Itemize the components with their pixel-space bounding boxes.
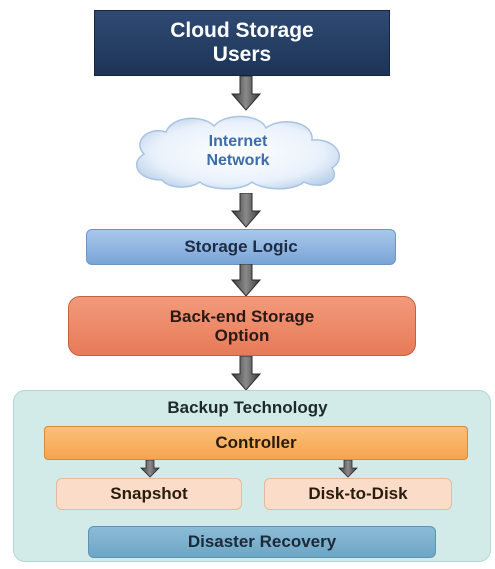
snapshot-label: Snapshot: [110, 484, 188, 503]
internet-cloud: Internet Network: [122, 110, 354, 192]
controller-box: Controller: [44, 426, 468, 460]
snapshot-box: Snapshot: [56, 478, 242, 510]
users-line-1: Cloud Storage: [170, 19, 314, 43]
backend-storage-option-box: Back-end Storage Option: [68, 296, 416, 356]
small-arrow-down-icon: [338, 460, 358, 478]
small-arrow-down-icon: [140, 460, 160, 478]
backup-technology-title: Backup Technology: [167, 398, 328, 417]
internet-line-2: Network: [206, 152, 270, 169]
internet-line-1: Internet: [208, 132, 268, 150]
arrow-down-icon: [230, 76, 262, 111]
backend-line-2: Option: [214, 326, 270, 345]
backend-line-1: Back-end Storage: [169, 306, 315, 326]
storage-logic-box: Storage Logic: [86, 229, 396, 265]
disaster-recovery-label: Disaster Recovery: [187, 532, 337, 551]
users-line-2: Users: [212, 43, 272, 66]
cloud-storage-users-box: Cloud Storage Users: [94, 10, 390, 76]
arrow-down-icon: [230, 356, 262, 391]
arrow-down-icon: [230, 264, 262, 297]
controller-label: Controller: [215, 433, 297, 452]
disk-to-disk-label: Disk-to-Disk: [308, 484, 408, 503]
disaster-recovery-box: Disaster Recovery: [88, 526, 436, 558]
cloud-icon: [135, 115, 341, 190]
disk-to-disk-box: Disk-to-Disk: [264, 478, 452, 510]
storage-logic-label: Storage Logic: [184, 237, 298, 256]
arrow-down-icon: [230, 193, 262, 228]
